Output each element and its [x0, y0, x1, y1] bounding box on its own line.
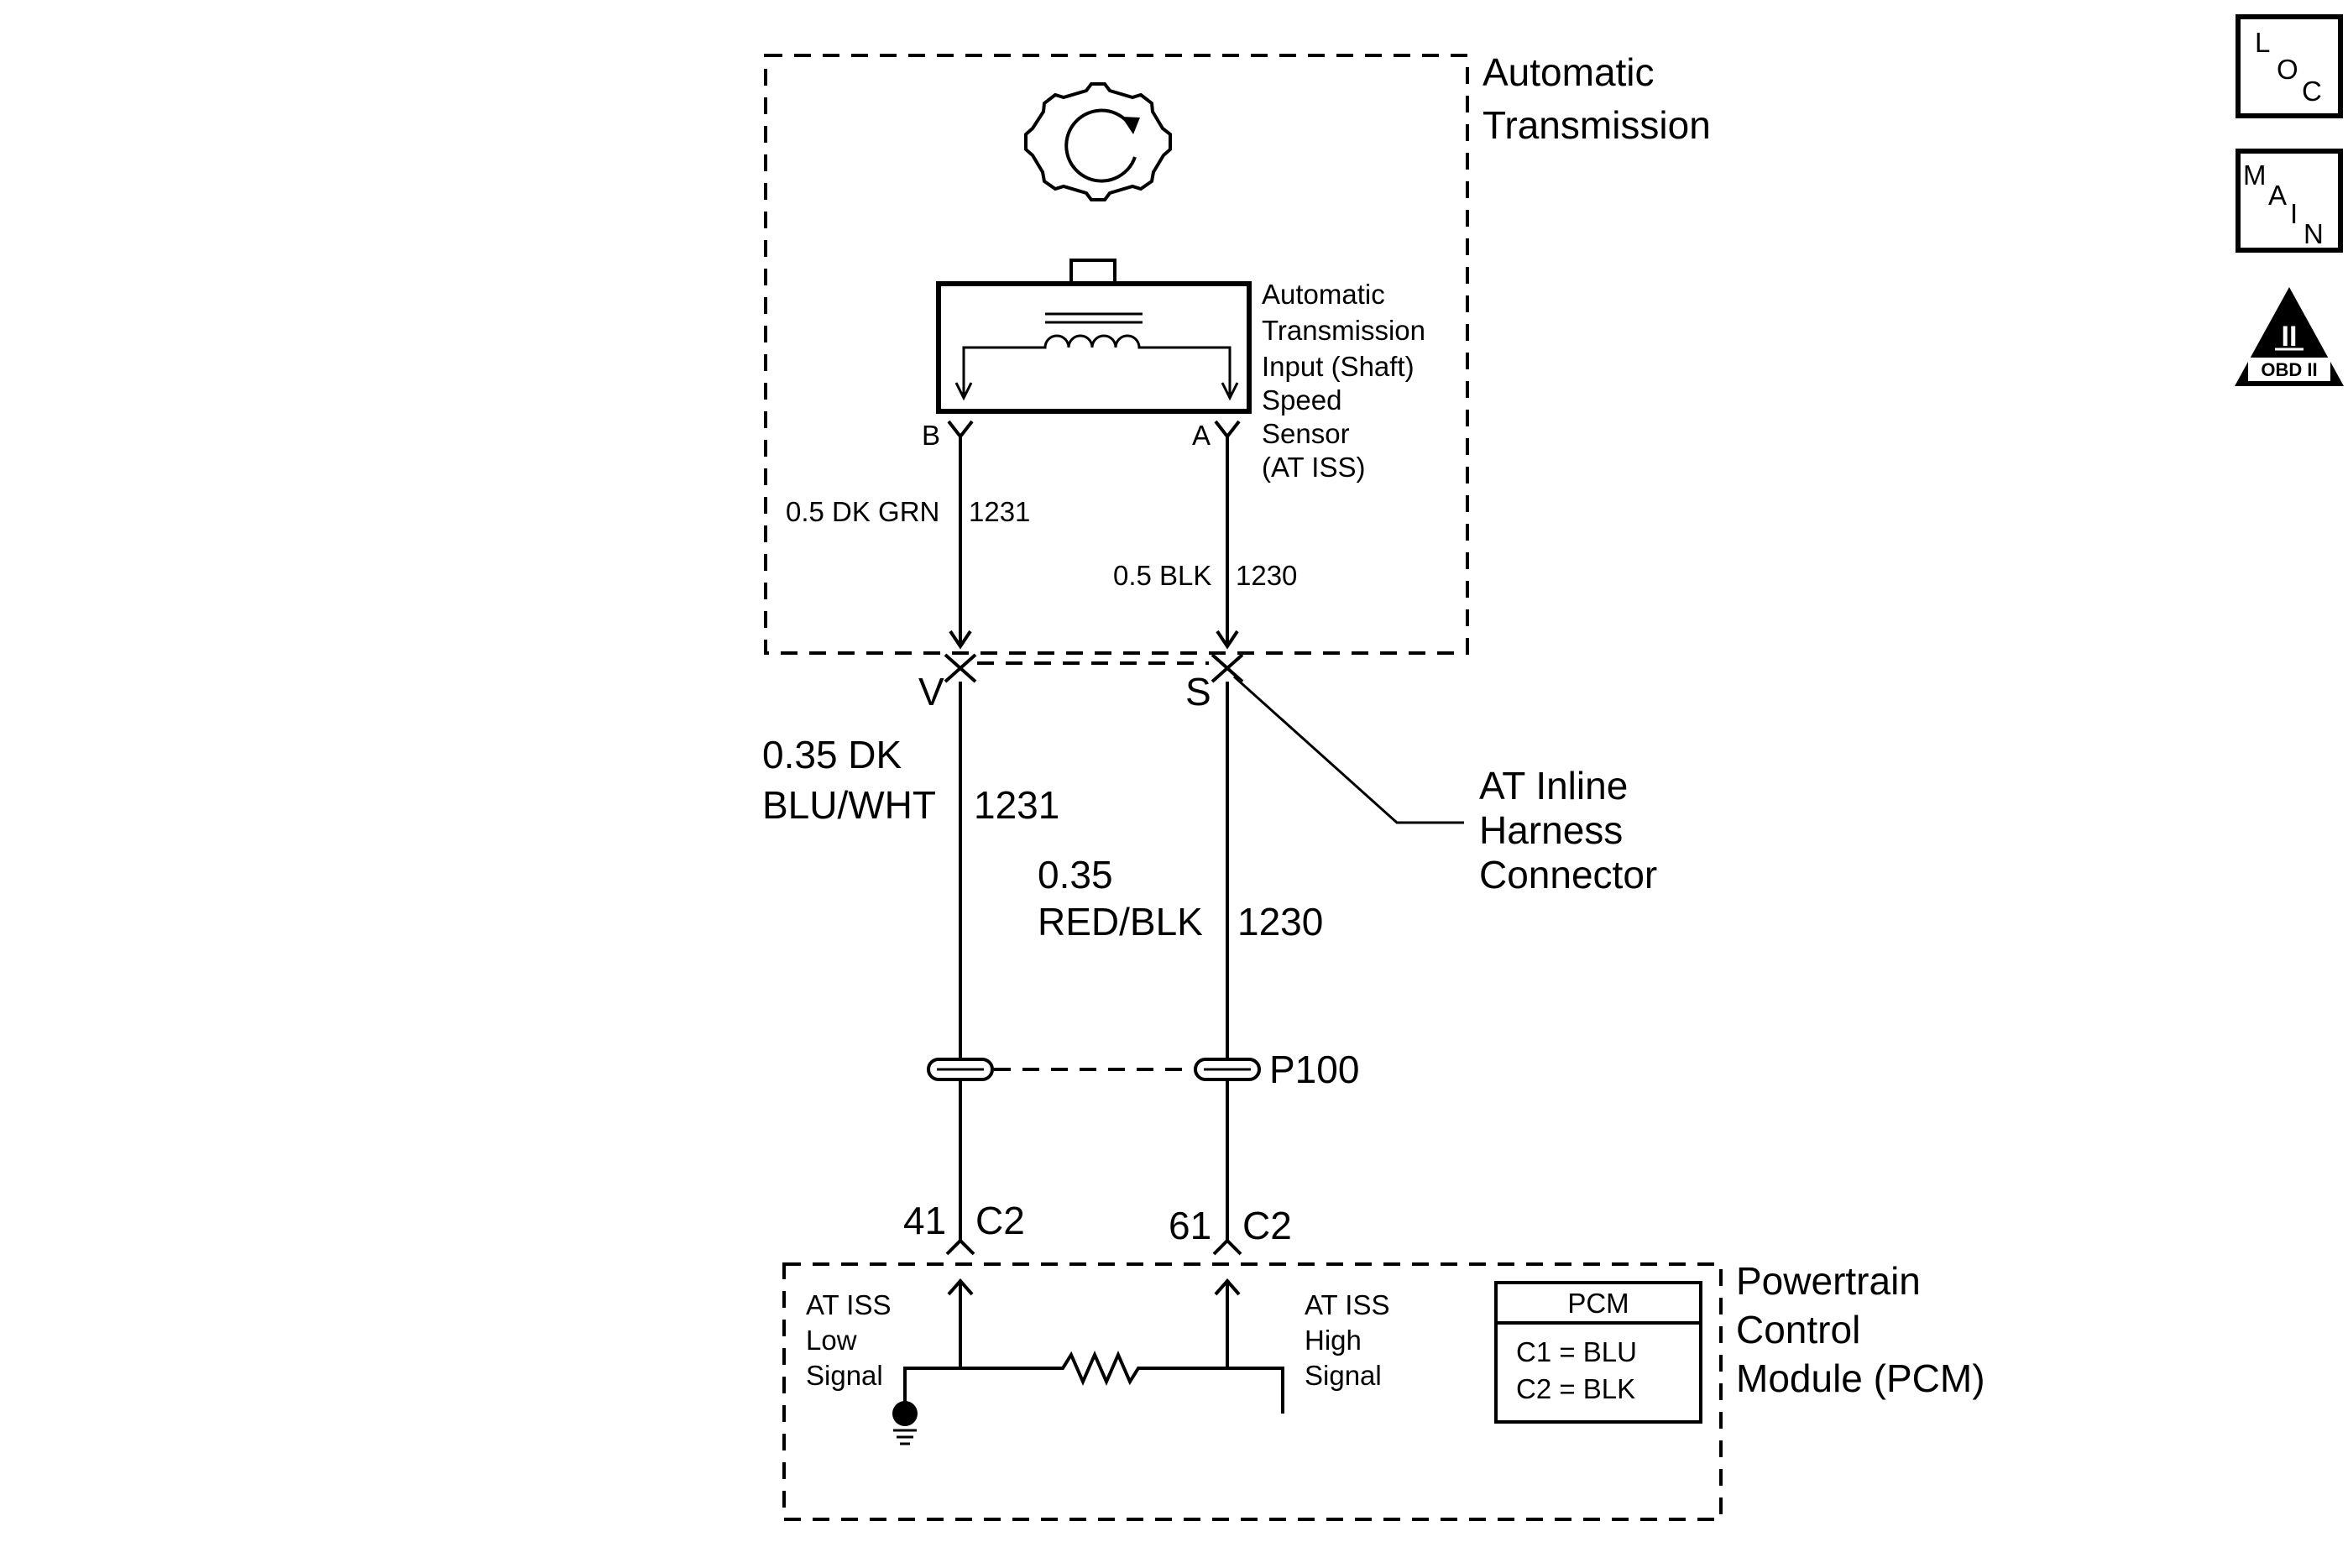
pcm-title-line1: Powertrain	[1736, 1259, 1921, 1303]
sensor-label-line3: Input (Shaft)	[1262, 351, 1415, 382]
sensor-label-line5: Sensor	[1262, 418, 1350, 449]
inline-harness-connector	[944, 653, 1244, 683]
reluctor-wheel-icon	[1024, 82, 1172, 201]
sensor-pin-b-terminal	[947, 420, 974, 440]
pcm-high-signal-line2: High	[1305, 1325, 1362, 1356]
svg-text:O: O	[2277, 54, 2298, 85]
pcm-title-line3: Module (PCM)	[1736, 1356, 1985, 1400]
sensor-label-line4: Speed	[1262, 384, 1341, 416]
svg-text:OBD II: OBD II	[2261, 359, 2317, 380]
pcm-legend-c1: C1 = BLU	[1516, 1336, 1637, 1367]
wire-1231-gauge: 0.35 DK	[762, 733, 902, 776]
sensor-label-line2: Transmission	[1262, 315, 1425, 346]
inline-connector-label-line3: Connector	[1479, 853, 1657, 896]
pcm-boundary	[782, 1262, 1723, 1521]
wire-1230-circuit: 1230	[1237, 900, 1323, 943]
wire-1230-internal-circuit: 1230	[1236, 560, 1297, 591]
inline-pin-v: V	[918, 670, 944, 713]
pcm-legend-c2: C2 = BLK	[1516, 1373, 1635, 1404]
pcm-pin-41: 41	[903, 1199, 946, 1242]
transmission-title-line2: Transmission	[1483, 103, 1711, 147]
svg-text:M: M	[2243, 159, 2267, 191]
inline-connector-label-line1: AT Inline	[1479, 764, 1628, 808]
pcm-low-signal-line3: Signal	[806, 1360, 883, 1391]
wire-1230-gauge: 0.35	[1038, 853, 1113, 896]
obd-ii-icon[interactable]: II OBD II	[2235, 287, 2344, 386]
transmission-title-line1: Automatic	[1483, 50, 1655, 94]
wire-1231-circuit: 1231	[974, 783, 1059, 827]
wire-1231-internal-circuit: 1231	[969, 496, 1030, 527]
wire-1230-color: RED/BLK	[1038, 900, 1203, 943]
pcm-pin-61-connector: C2	[1242, 1204, 1292, 1247]
svg-text:N: N	[2304, 218, 2324, 249]
pcm-legend: PCM C1 = BLU C2 = BLK	[1494, 1281, 1702, 1424]
pcm-low-signal-line2: Low	[806, 1325, 857, 1356]
pcm-legend-title: PCM	[1567, 1288, 1629, 1319]
inline-connector-leader	[1232, 675, 1464, 824]
sensor-pin-a-terminal	[1214, 420, 1241, 440]
sensor-label-line1: Automatic	[1262, 279, 1385, 310]
svg-text:I: I	[2290, 198, 2298, 229]
sensor-label-line6: (AT ISS)	[1262, 452, 1365, 483]
input-speed-sensor	[936, 259, 1252, 414]
pcm-internal-circuit	[892, 1278, 1284, 1445]
svg-text:L: L	[2255, 27, 2270, 58]
inline-connector-label-line2: Harness	[1479, 808, 1623, 852]
wire-1231-internal-gauge: 0.5 DK GRN	[786, 496, 939, 527]
svg-text:II: II	[2282, 321, 2298, 353]
svg-text:A: A	[2268, 180, 2287, 211]
inline-pin-s: S	[1185, 670, 1211, 713]
wire-1230-internal-gauge: 0.5 BLK	[1113, 560, 1211, 591]
pcm-high-signal-line1: AT ISS	[1305, 1289, 1389, 1320]
sensor-pin-b: B	[922, 420, 940, 451]
loc-icon[interactable]: L O C	[2236, 14, 2343, 118]
main-icon[interactable]: M A I N	[2236, 149, 2343, 253]
sensor-pin-a: A	[1192, 420, 1211, 451]
transmission-boundary	[764, 54, 1469, 655]
pcm-high-signal-line3: Signal	[1305, 1360, 1382, 1391]
p100-label: P100	[1269, 1048, 1359, 1091]
pcm-title-line2: Control	[1736, 1308, 1860, 1351]
pcm-pin-41-terminal	[945, 1238, 975, 1256]
p100-passthrough	[927, 1058, 1261, 1081]
svg-text:C: C	[2302, 76, 2322, 107]
pcm-low-signal-line1: AT ISS	[806, 1289, 891, 1320]
pcm-pin-61-terminal	[1212, 1238, 1242, 1256]
pcm-pin-61: 61	[1169, 1204, 1211, 1247]
pcm-pin-41-connector: C2	[975, 1199, 1025, 1242]
wire-1231-color: BLU/WHT	[762, 783, 936, 827]
